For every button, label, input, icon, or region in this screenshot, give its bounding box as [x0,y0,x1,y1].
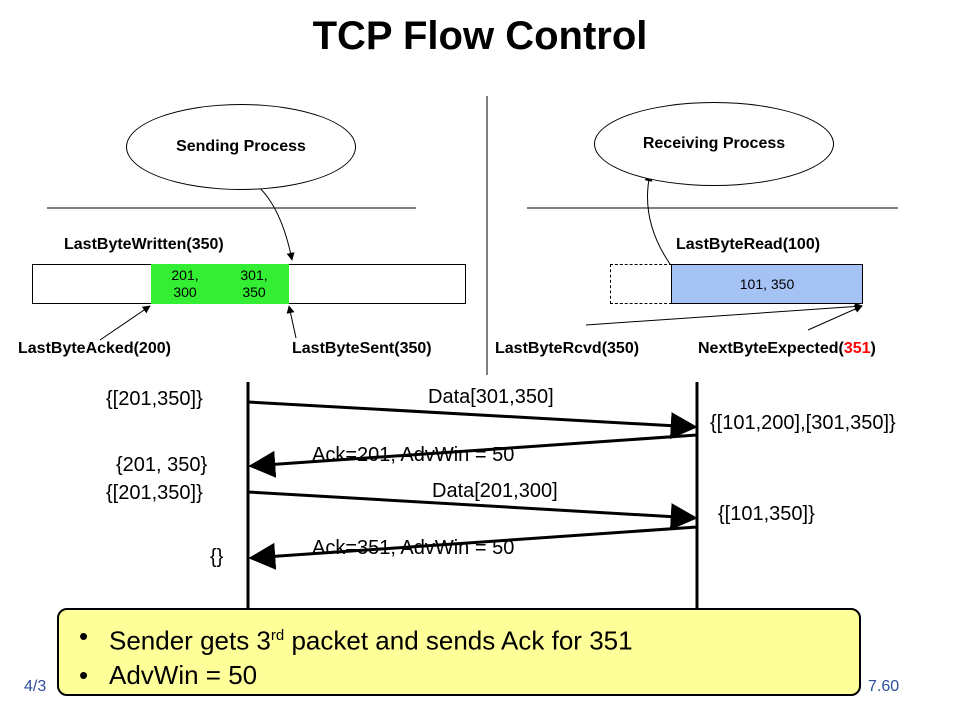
sender-state-4: {} [210,546,224,568]
bullet-1-superscript: rd [270,627,285,644]
sender-state-2: {201, 350} [116,454,208,476]
bullet-1-text: Sender gets 3 [109,625,271,656]
cell-acked-range: 201, 300 [171,267,199,300]
send-buffer-cell-acked: 201, 300 [151,264,219,304]
ack-arrow-2 [248,525,698,570]
callout-bullets: Sender gets 3rd packet and sends Ack for… [59,619,859,692]
next-byte-expected-suffix: ) [870,340,876,357]
rcvd-pointer-arrow [585,302,863,326]
sent-pointer-arrow [286,305,297,339]
sender-state-1: {[201,350]} [106,388,203,410]
last-byte-written-label: LastByteWritten(350) [64,236,224,253]
send-buffer-cell-sent: 301, 350 [219,264,289,304]
receiving-process-label: Receiving Process [642,135,786,152]
callout-bullet-2: AdvWin = 50 [79,658,859,692]
next-byte-expected-label: NextByteExpected(351) [698,340,876,358]
last-byte-read-label: LastByteRead(100) [676,236,821,253]
data-message-1: Data[301,350] [428,386,554,408]
read-pointer-arrow [644,173,671,265]
summary-callout: Sender gets 3rd packet and sends Ack for… [57,608,861,696]
page-title: TCP Flow Control [312,14,648,58]
acked-pointer-arrow [99,305,151,341]
sender-state-3: {[201,350]} [106,482,203,504]
callout-bullet-1: Sender gets 3rd packet and sends Ack for… [79,619,859,658]
receiver-state-2: {[101,350]} [718,503,815,525]
cell-sent-range: 301, 350 [240,267,268,300]
ack-message-1: Ack=201, AdvWin = 50 [312,444,515,466]
sending-process-label: Sending Process [176,138,306,155]
last-byte-sent-label: LastByteSent(350) [292,340,432,357]
receiver-state-1: {[101,200],[301,350]} [710,412,896,434]
receive-buffer: 101, 350 [671,264,863,304]
ack-arrow-1 [248,433,698,478]
footer-date: 4/3 [24,678,47,695]
last-byte-rcvd-label: LastByteRcvd(350) [495,340,640,357]
receive-buffer-range: 101, 350 [739,275,795,292]
last-byte-acked-label: LastByteAcked(200) [18,340,171,357]
ack-message-2: Ack=351, AdvWin = 50 [312,537,515,559]
data-message-2: Data[201,300] [432,480,558,502]
next-byte-expected-value: 351 [843,340,871,357]
data-arrow-2 [247,490,698,531]
written-pointer-arrow [249,179,295,261]
sending-process-ellipse: Sending Process [126,104,356,190]
receiving-process-ellipse: Receiving Process [594,102,834,186]
footer-page-number: 7.60 [868,678,900,695]
next-byte-expected-prefix: NextByteExpected( [698,340,844,357]
receive-buffer-read-slot [610,264,672,304]
next-expected-pointer-arrow [807,305,863,331]
data-arrow-1 [247,400,698,440]
bullet-1-text-rest: packet and sends Ack for 351 [284,625,633,656]
